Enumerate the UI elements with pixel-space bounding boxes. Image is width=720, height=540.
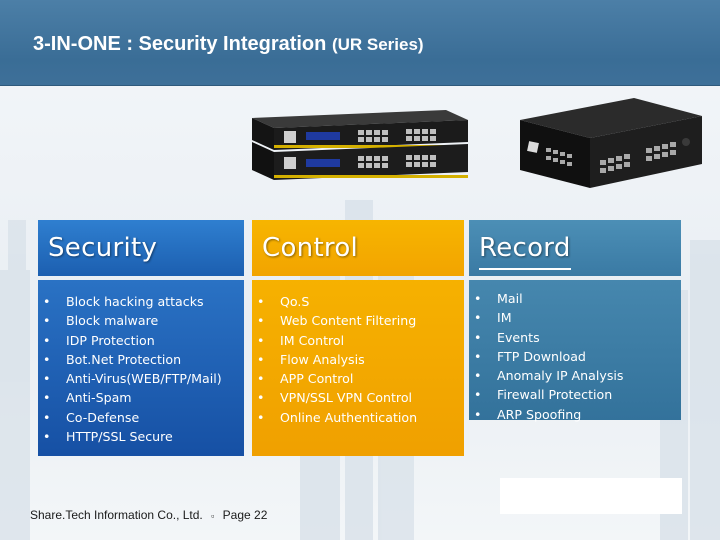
list-item: Block hacking attacks	[38, 292, 244, 312]
title-bar: 3-IN-ONE : Security Integration (UR Seri…	[0, 0, 720, 86]
list-item: HTTP/SSL Secure	[38, 427, 244, 447]
list-item: IM	[469, 308, 681, 328]
list-item: Anti-Spam	[38, 388, 244, 408]
footer-company: Share.Tech Information Co., Ltd.	[30, 508, 203, 522]
list-item: VPN/SSL VPN Control	[252, 388, 464, 408]
list-item: Anti-Virus(WEB/FTP/Mail)	[38, 369, 244, 389]
footer-page-number: Page 22	[222, 508, 268, 522]
firewall-appliance-rack-image	[252, 110, 468, 180]
list-item: Mail	[469, 289, 681, 309]
list-item: IM Control	[252, 331, 464, 351]
control-heading: Control	[252, 220, 464, 276]
control-list: Qo.S Web Content Filtering IM Control Fl…	[252, 280, 464, 456]
list-item: Events	[469, 328, 681, 348]
list-item: Co-Defense	[38, 408, 244, 428]
list-item: Block malware	[38, 311, 244, 331]
security-list: Block hacking attacks Block malware IDP …	[38, 280, 244, 456]
firewall-appliance-tower-image	[520, 98, 702, 188]
list-item: Online Authentication	[252, 408, 464, 428]
slide-title-suffix: (UR Series)	[331, 35, 424, 54]
blank-box	[500, 478, 682, 514]
list-item: Web Content Filtering	[252, 311, 464, 331]
list-item: ARP Spoofing	[469, 405, 681, 425]
list-item: Bot.Net Protection	[38, 350, 244, 370]
control-heading-text: Control	[262, 233, 359, 263]
list-item: Flow Analysis	[252, 350, 464, 370]
record-heading-text: Record	[479, 228, 571, 270]
list-item: APP Control	[252, 369, 464, 389]
list-item: IDP Protection	[38, 331, 244, 351]
slide-title: 3-IN-ONE : Security Integration (UR Seri…	[33, 33, 424, 56]
security-heading-text: Security	[48, 233, 158, 263]
record-list: Mail IM Events FTP Download Anomaly IP A…	[469, 280, 681, 424]
list-item: Anomaly IP Analysis	[469, 366, 681, 386]
footer-separator: ▫	[211, 510, 215, 521]
security-heading: Security	[38, 220, 244, 276]
footer: Share.Tech Information Co., Ltd. ▫ Page …	[30, 508, 267, 522]
slide-title-main: 3-IN-ONE : Security Integration	[33, 33, 327, 55]
record-heading: Record	[469, 220, 681, 276]
list-item: Firewall Protection	[469, 385, 681, 405]
list-item: FTP Download	[469, 347, 681, 367]
list-item: Qo.S	[252, 292, 464, 312]
